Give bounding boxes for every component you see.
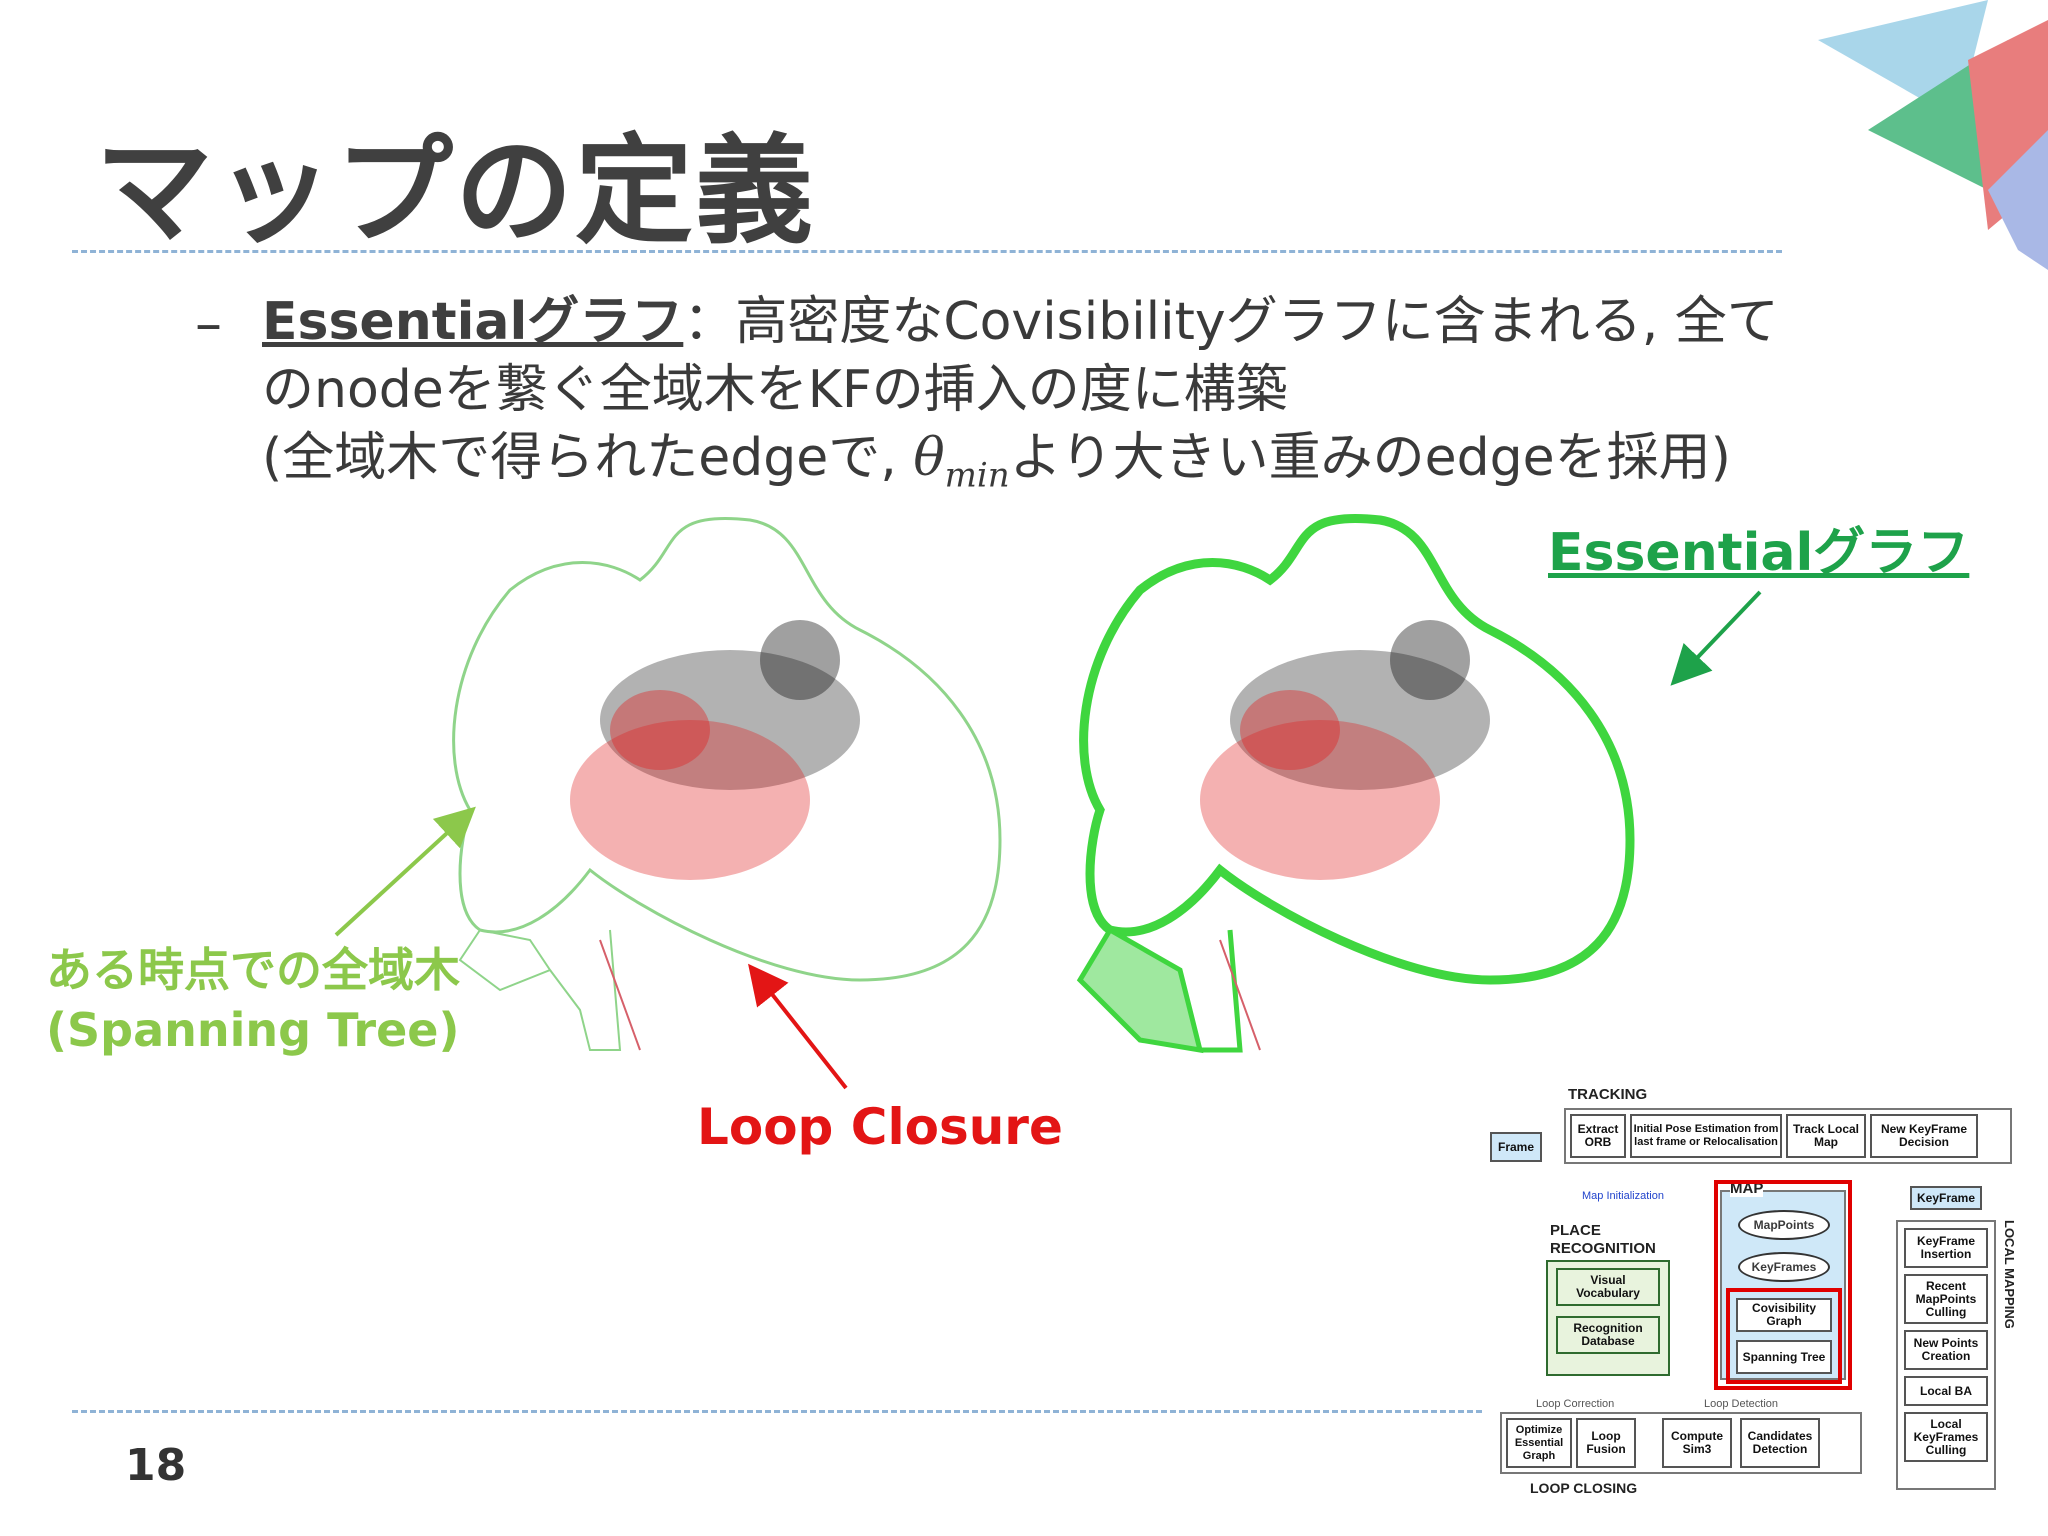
place-recognition-heading-2: RECOGNITION [1550,1240,1656,1257]
body-line-2: のnodeを繋ぐ全域木をKFの挿入の度に構築 [262,360,1288,420]
optimize-essential-graph-box: Optimize Essential Graph [1506,1418,1572,1468]
loop-detection-label: Loop Detection [1704,1398,1778,1410]
top-divider [72,250,1782,253]
loop-closing-heading: LOOP CLOSING [1530,1480,1638,1496]
body-line-3: (全域木で得られたedgeで, θminより大きい重みのedgeを採用) [262,424,1902,509]
corner-decoration [1818,0,2048,270]
recent-mappoints-culling-box: Recent MapPoints Culling [1904,1274,1988,1324]
loop-correction-label: Loop Correction [1536,1398,1615,1410]
local-mapping-frame [1896,1220,1996,1490]
theta-min-symbol: θmin [913,428,1009,495]
body-line-1-rest: ：高密度なCovisibilityグラフに含まれる, 全て [683,292,1779,352]
body-line-3-suffix: より大きい重みのedgeを採用) [1009,428,1731,488]
local-ba-box: Local BA [1904,1376,1988,1406]
essential-graph-label: Essentialグラフ [1548,523,1970,583]
graph-highlight [1726,1288,1842,1384]
tracking-heading: TRACKING [1568,1086,1648,1103]
right-point-cloud [1200,620,1490,880]
tracking-frame [1564,1108,2012,1164]
keyframes-ellipse: KeyFrames [1738,1252,1830,1282]
new-keyframe-decision-box: New KeyFrame Decision [1870,1114,1978,1158]
spanning-tree-label: ある時点での全域木 (Spanning Tree) [46,940,460,1060]
map-heading: MAP [1730,1180,1764,1197]
map-initialization-label: Map Initialization [1582,1190,1664,1202]
local-keyframes-culling-box: Local KeyFrames Culling [1904,1412,1988,1462]
loop-closing-frame [1500,1412,1862,1474]
essential-graph-map [1076,514,1635,1054]
keyframe-box: KeyFrame [1910,1186,1982,1210]
body-line-3-prefix: (全域木で得られたedgeで, [262,428,914,488]
frame-box: Frame [1490,1132,1542,1162]
body-line-1: Essentialグラフ：高密度なCovisibilityグラフに含まれる, 全… [262,288,1902,356]
theta-subscript: min [944,455,1010,496]
slide-title: マップの定義 [95,122,816,260]
bullet-dash: – [195,292,222,355]
loop-closure-label: Loop Closure [697,1098,1063,1156]
visual-vocabulary-box: Visual Vocabulary [1556,1268,1660,1306]
new-points-creation-box: New Points Creation [1904,1330,1988,1370]
local-mapping-heading: LOCAL MAPPING [2002,1220,2017,1329]
left-point-cloud [570,620,860,880]
map-highlight [1714,1180,1852,1390]
mappoints-ellipse: MapPoints [1738,1210,1830,1240]
orb-slam-diagram: TRACKING Frame Extract ORB Initial Pose … [1480,1080,2020,1510]
loop-fusion-box: Loop Fusion [1576,1418,1636,1468]
bottom-divider [72,1410,1482,1413]
theta-letter: θ [913,428,945,488]
spanning-tree-label-line1: ある時点での全域木 [46,943,460,997]
spanning-tree-box: Spanning Tree [1736,1340,1832,1374]
compute-sim3-box: Compute Sim3 [1662,1418,1732,1468]
track-local-map-box: Track Local Map [1786,1114,1866,1158]
covisibility-graph-box: Covisibility Graph [1736,1298,1832,1332]
place-recognition-heading-1: PLACE [1550,1222,1601,1239]
page-number: 18 [125,1440,187,1491]
initial-pose-box: Initial Pose Estimation from last frame … [1630,1114,1782,1158]
spanning-tree-map [452,517,1002,1051]
candidates-detection-box: Candidates Detection [1740,1418,1820,1468]
map-visualizations [452,514,1635,1054]
recognition-database-box: Recognition Database [1556,1316,1660,1354]
spanning-tree-label-line2: (Spanning Tree) [46,1003,460,1057]
keyframe-insertion-box: KeyFrame Insertion [1904,1228,1988,1268]
extract-orb-box: Extract ORB [1570,1114,1626,1158]
essential-graph-term: Essentialグラフ [262,292,684,352]
body-text: Essentialグラフ：高密度なCovisibilityグラフに含まれる, 全… [262,288,1902,509]
